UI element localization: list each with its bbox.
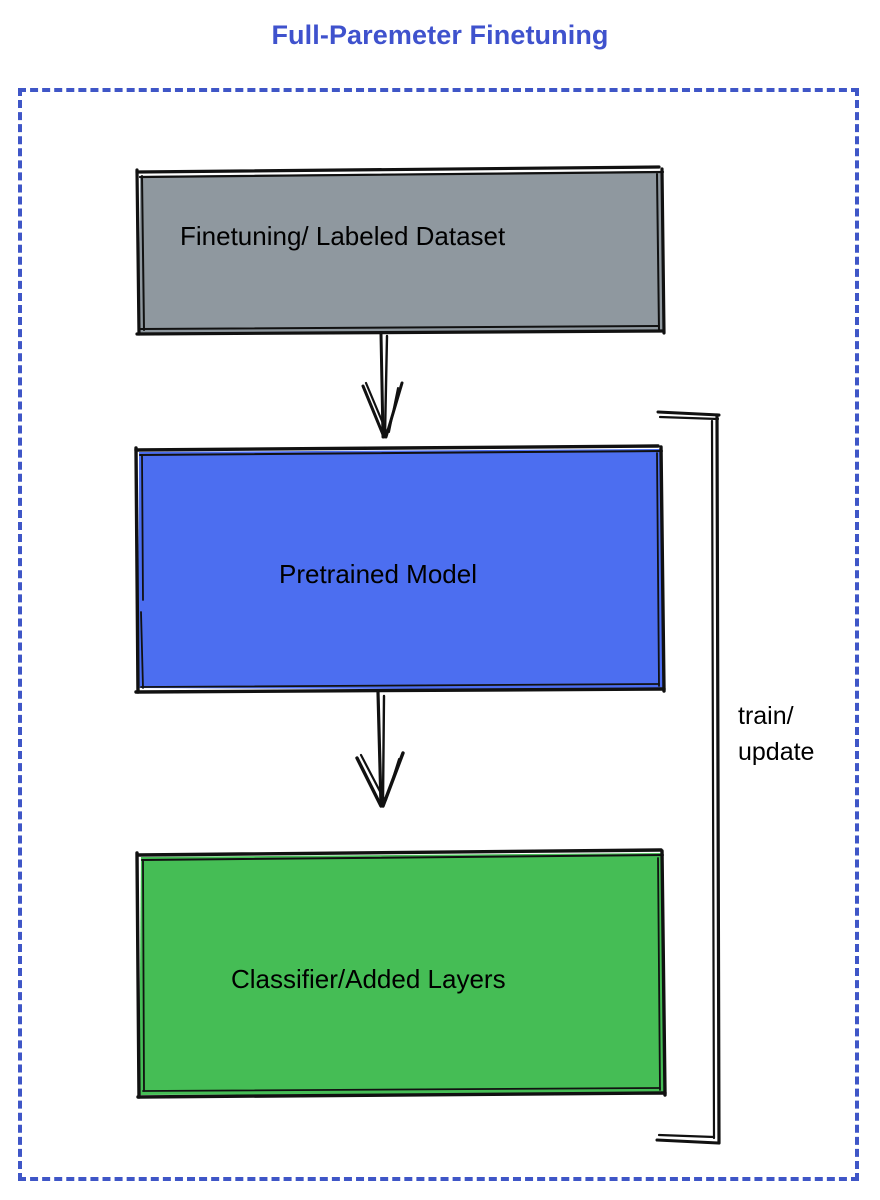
page-title: Full-Paremeter Finetuning [271, 20, 609, 50]
edge-label-feedback-loop: train/ update [738, 698, 814, 770]
node-label-pretrained: Pretrained Model [279, 559, 477, 589]
edge-label-feedback-loop-line2: update [738, 738, 815, 766]
node-label-classifier: Classifier/Added Layers [231, 964, 506, 994]
node-label-dataset: Finetuning/ Labeled Dataset [180, 221, 506, 251]
dashed-container-border [18, 88, 859, 1181]
edge-label-feedback-loop-line1: train/ [738, 702, 794, 730]
